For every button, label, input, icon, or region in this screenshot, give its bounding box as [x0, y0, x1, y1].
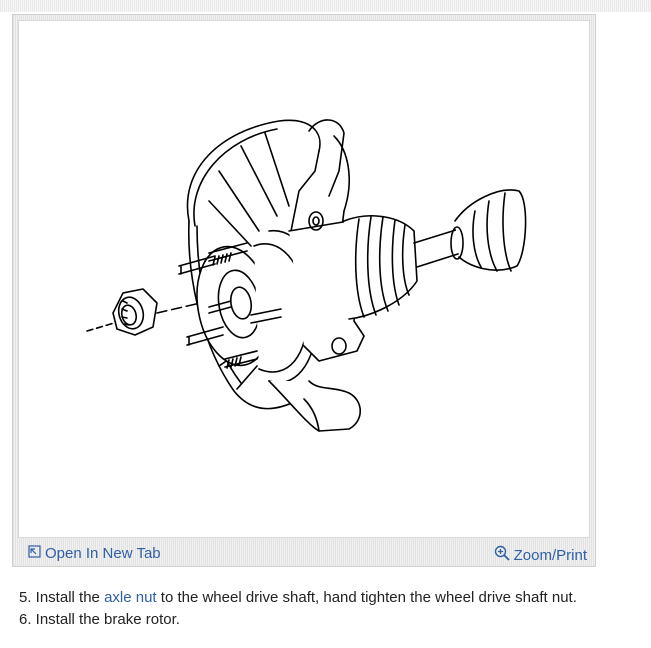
steering-knuckle-drawing [268, 119, 365, 432]
stud-lower [186, 326, 224, 346]
step-5: 5. Install the axle nut to the wheel dri… [19, 587, 639, 609]
stud-upper [208, 242, 248, 262]
axle-nut-installation-illustration [86, 119, 527, 432]
stud-top [178, 255, 216, 275]
figure-footer: Open In New Tab Zoom/Print [13, 538, 595, 566]
figure-image[interactable] [18, 20, 590, 538]
hub-bearing-drawing [178, 230, 318, 384]
top-border-strip [0, 0, 651, 12]
figure-container: Open In New Tab Zoom/Print [12, 14, 596, 567]
axle-nut-drawing [112, 288, 158, 336]
stud-right [250, 308, 282, 324]
stud-bottom [224, 350, 258, 368]
open-in-new-tab-label: Open In New Tab [45, 545, 161, 562]
step-5-suffix: to the wheel drive shaft, hand tighten t… [156, 589, 577, 606]
axle-nut-link[interactable]: axle nut [104, 589, 157, 606]
open-in-new-tab-icon [28, 545, 41, 562]
open-in-new-tab-link[interactable]: Open In New Tab [28, 545, 161, 562]
zoom-print-label: Zoom/Print [513, 546, 587, 564]
zoom-print-link[interactable]: Zoom/Print [494, 545, 587, 565]
step-6: 6. Install the brake rotor. [19, 611, 180, 628]
drive-shaft-drawing [343, 189, 527, 320]
magnifier-icon [494, 545, 510, 565]
step-5-prefix: 5. Install the [19, 589, 105, 606]
instruction-steps: 5. Install the axle nut to the wheel dri… [19, 587, 639, 631]
